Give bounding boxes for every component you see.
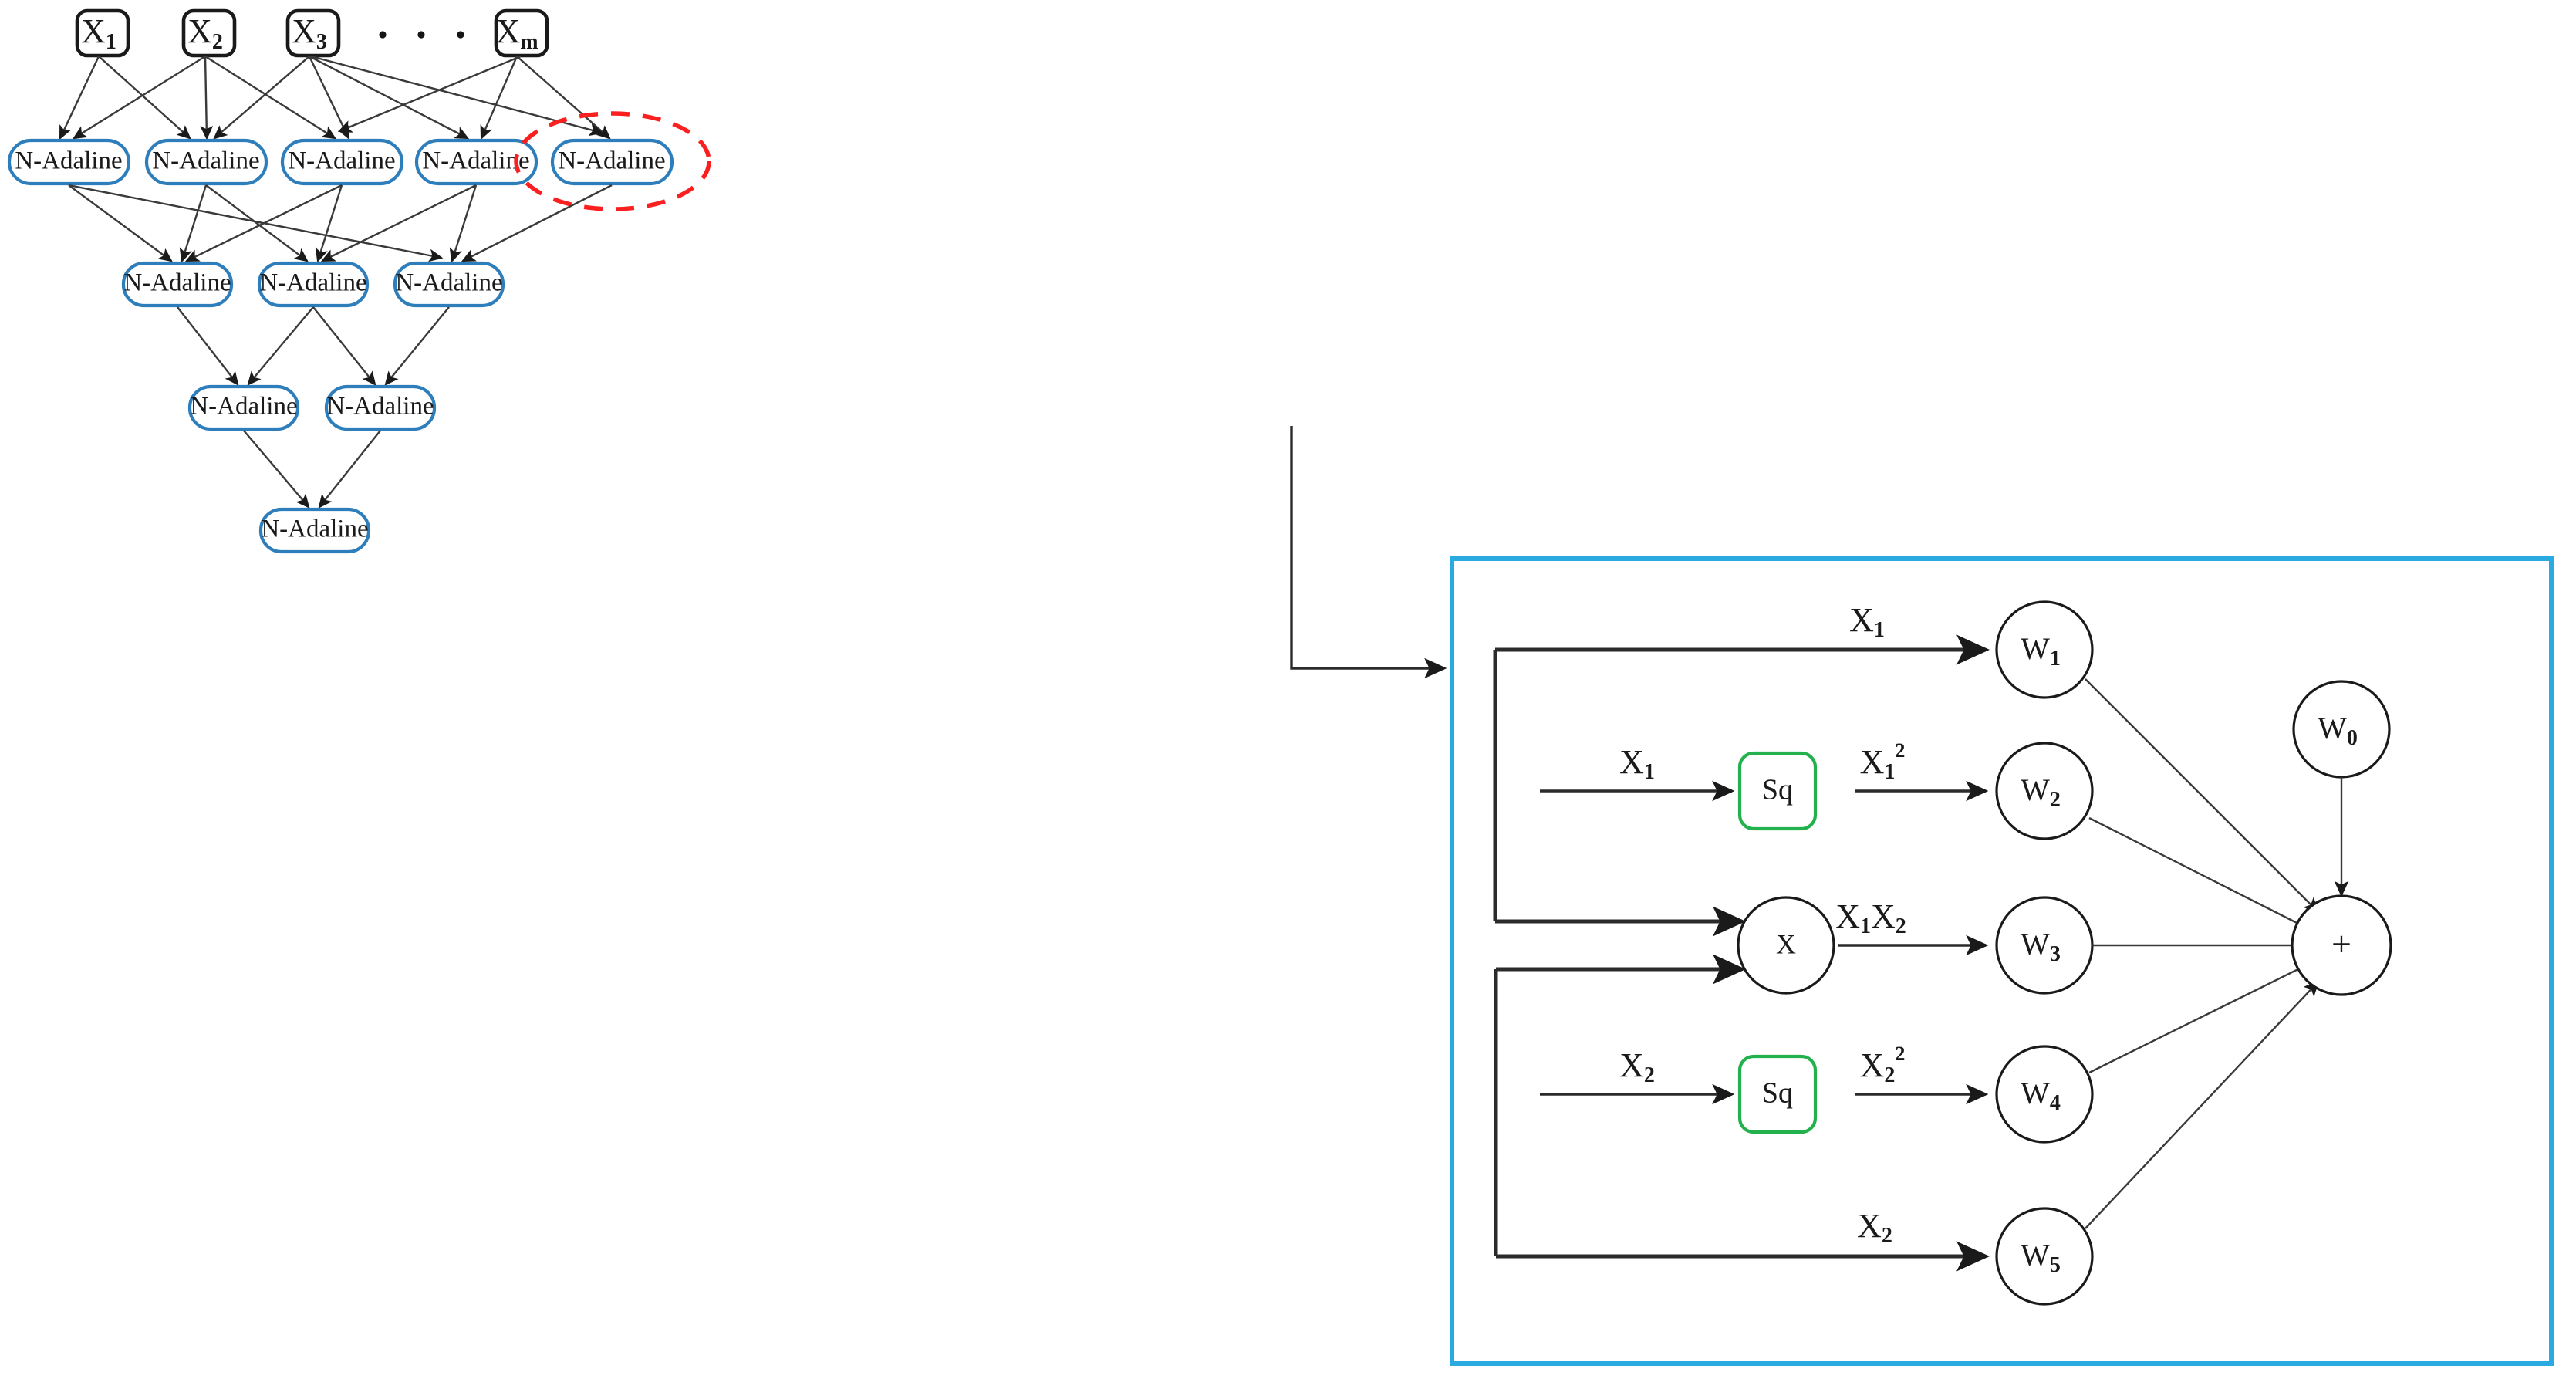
layer-1: N-Adaline N-Adaline N-Adaline N-Adaline …	[7, 138, 674, 186]
weight-w0-sub: 0	[2347, 726, 2358, 750]
square-op-x1[interactable]: Sq	[1737, 751, 1818, 831]
n-adaline-label: N-Adaline	[288, 147, 395, 175]
ellipsis-dot-1	[379, 31, 387, 39]
input-label-xm: X	[495, 12, 520, 50]
square-op-label: Sq	[1762, 1077, 1793, 1110]
square-op-label: Sq	[1762, 774, 1793, 806]
weight-w3[interactable]: W3	[1995, 896, 2094, 995]
input-sub-x3: 3	[316, 30, 327, 54]
weight-w4-base: W	[2021, 1076, 2050, 1110]
summation-label: +	[2331, 924, 2351, 964]
signal-x2-squared: X22	[1860, 1043, 1906, 1087]
n-adaline-label: N-Adaline	[261, 515, 368, 543]
layer-4: N-Adaline	[258, 507, 371, 554]
svg-text:Xm: Xm	[495, 12, 538, 54]
weight-w1-base: W	[2021, 631, 2050, 666]
ellipsis-dot-2	[417, 31, 425, 39]
n-adaline-node[interactable]: N-Adaline	[7, 138, 131, 186]
edges-input-to-layer1	[59, 55, 611, 140]
square-op-x2[interactable]: Sq	[1737, 1054, 1818, 1134]
n-adaline-label: N-Adaline	[15, 147, 122, 175]
summation-node[interactable]: +	[2291, 894, 2392, 996]
n-adaline-label: N-Adaline	[190, 393, 297, 421]
ellipsis-dot-3	[457, 31, 464, 39]
n-adaline-node-highlighted[interactable]: N-Adaline	[550, 138, 674, 186]
svg-text:W0: W0	[2318, 711, 2358, 750]
input-label-x1: X	[81, 12, 106, 50]
n-adaline-label: N-Adaline	[395, 269, 502, 297]
svg-text:X1: X1	[81, 12, 116, 54]
multiply-op-label: X	[1776, 928, 1796, 959]
n-adaline-node[interactable]: N-Adaline	[324, 384, 437, 431]
n-adaline-node[interactable]: N-Adaline	[187, 384, 300, 431]
weight-w4[interactable]: W4	[1995, 1045, 2094, 1144]
n-adaline-label: N-Adaline	[422, 147, 529, 175]
weight-w5-base: W	[2021, 1238, 2050, 1272]
layer-2: N-Adaline N-Adaline N-Adaline	[121, 261, 505, 308]
panel-weights: W1 W2 W3 W4 W5 W0	[1995, 600, 2391, 1306]
input-node-x1[interactable]: X1	[75, 8, 130, 58]
weight-w2[interactable]: W2	[1995, 742, 2094, 840]
svg-text:W1: W1	[2021, 631, 2061, 671]
n-adaline-label: N-Adaline	[259, 269, 366, 297]
n-adaline-label: N-Adaline	[123, 269, 231, 297]
n-adaline-node[interactable]: N-Adaline	[414, 138, 538, 186]
input-sub-x2: 2	[212, 30, 223, 54]
weight-w5-sub: 5	[2050, 1253, 2061, 1277]
n-adaline-node[interactable]: N-Adaline	[393, 261, 505, 308]
n-adaline-node[interactable]: N-Adaline	[121, 261, 234, 308]
edges-layer1-to-layer2	[68, 184, 613, 263]
multiply-op[interactable]: X	[1737, 896, 1835, 995]
input-node-x2[interactable]: X2	[181, 8, 237, 58]
svg-text:W4: W4	[2021, 1076, 2061, 1115]
input-label-x2: X	[187, 12, 212, 50]
input-node-x3[interactable]: X3	[285, 8, 341, 58]
signal-x1-squared: X12	[1860, 739, 1906, 784]
svg-text:X3: X3	[292, 12, 327, 54]
n-adaline-node[interactable]: N-Adaline	[144, 138, 268, 186]
n-adaline-label: N-Adaline	[326, 393, 434, 421]
svg-text:W3: W3	[2021, 927, 2061, 966]
weight-w2-base: W	[2021, 772, 2050, 807]
signal-x1-top: X1	[1849, 601, 1885, 642]
signal-x1x2: X1X2	[1835, 897, 1906, 938]
panel-signal-labels: X1 X1 X12 X1X2 X2 X22 X2	[1619, 601, 1906, 1248]
weight-w0-base: W	[2318, 711, 2347, 745]
signal-x2-bottom: X2	[1857, 1207, 1892, 1248]
weight-w1[interactable]: W1	[1995, 600, 2094, 699]
panel-input-buses	[1493, 634, 1990, 1272]
weight-w4-sub: 4	[2050, 1091, 2061, 1115]
n-adaline-label: N-Adaline	[558, 147, 665, 175]
n-adaline-node-output[interactable]: N-Adaline	[258, 507, 371, 554]
input-node-xm[interactable]: Xm	[494, 8, 549, 58]
input-ellipsis	[379, 31, 464, 39]
input-sub-x1: 1	[106, 30, 116, 54]
svg-text:W2: W2	[2021, 772, 2061, 812]
detail-panel-border	[1450, 556, 2554, 1366]
n-adaline-node[interactable]: N-Adaline	[280, 138, 404, 186]
n-adaline-node[interactable]: N-Adaline	[257, 261, 370, 308]
callout-connector	[1290, 426, 1447, 679]
panel-summation-edges: +	[2085, 678, 2392, 1229]
weight-w5[interactable]: W5	[1995, 1207, 2094, 1306]
weight-w0-bias[interactable]: W0	[2292, 680, 2391, 779]
weight-w1-sub: 1	[2050, 647, 2061, 671]
input-layer: X1 X2 X3 Xm	[75, 8, 549, 58]
highlight-dashed-ellipse	[514, 111, 711, 211]
signal-x2-sq-in: X2	[1619, 1046, 1655, 1087]
n-adaline-label: N-Adaline	[152, 147, 259, 175]
weight-w3-sub: 3	[2050, 942, 2061, 966]
panel-square-rows: Sq Sq X	[1540, 751, 1989, 1134]
weight-w3-base: W	[2021, 927, 2050, 961]
input-label-x3: X	[292, 12, 316, 50]
svg-text:X2: X2	[187, 12, 223, 54]
svg-text:W5: W5	[2021, 1238, 2061, 1277]
weight-w2-sub: 2	[2050, 788, 2061, 812]
layer-3: N-Adaline N-Adaline	[187, 384, 437, 431]
signal-x1-sq-in: X1	[1619, 743, 1655, 784]
edges-layer3-to-layer4	[243, 430, 381, 509]
edges-layer2-to-layer3	[177, 306, 450, 386]
input-sub-xm: m	[520, 30, 538, 54]
